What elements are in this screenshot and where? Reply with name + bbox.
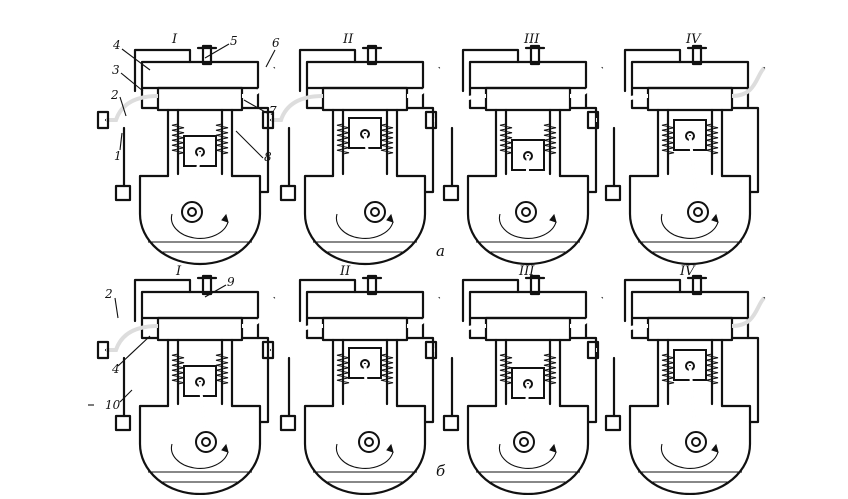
callout-a-1: 1 — [114, 149, 122, 163]
callout-a-4: 4 — [112, 38, 121, 52]
row-b-diagrams — [96, 274, 766, 496]
engine-unit — [424, 44, 604, 266]
engine-unit — [96, 44, 276, 266]
stroke-label-b-2: II — [339, 264, 351, 279]
engine-unit — [261, 44, 441, 266]
engine-unit — [586, 44, 766, 266]
stroke-label-b-3: III — [518, 264, 535, 279]
engine-unit — [424, 274, 604, 496]
stroke-label-a-1: I — [171, 32, 178, 47]
engine-unit — [261, 274, 441, 496]
stroke-label-a-2: II — [342, 32, 354, 47]
callout-a-6: 6 — [272, 36, 280, 50]
callout-a-8: 8 — [264, 150, 272, 164]
row-letter-a: а — [436, 242, 445, 260]
callout-b-4: 4 — [111, 362, 120, 376]
row-letter-b: б — [436, 462, 446, 480]
callout-a-7: 7 — [269, 104, 277, 118]
callout-a-3: 3 — [112, 63, 120, 77]
stroke-label-b-4: IV — [679, 264, 696, 279]
stroke-label-a-3: III — [523, 32, 540, 47]
leader-lines-b — [88, 284, 227, 406]
stroke-label-b-1: I — [175, 264, 182, 279]
engine-unit — [586, 274, 766, 496]
leader-lines-a — [119, 43, 276, 159]
callout-a-5: 5 — [230, 34, 238, 48]
callout-b-10: 10 — [105, 398, 121, 412]
callout-a-2: 2 — [110, 88, 119, 102]
callout-b-9: 9 — [227, 275, 235, 289]
engine-unit — [96, 274, 276, 496]
stroke-label-a-4: IV — [685, 32, 702, 47]
row-a-diagrams — [96, 44, 766, 266]
callout-b-2: 2 — [104, 287, 113, 301]
